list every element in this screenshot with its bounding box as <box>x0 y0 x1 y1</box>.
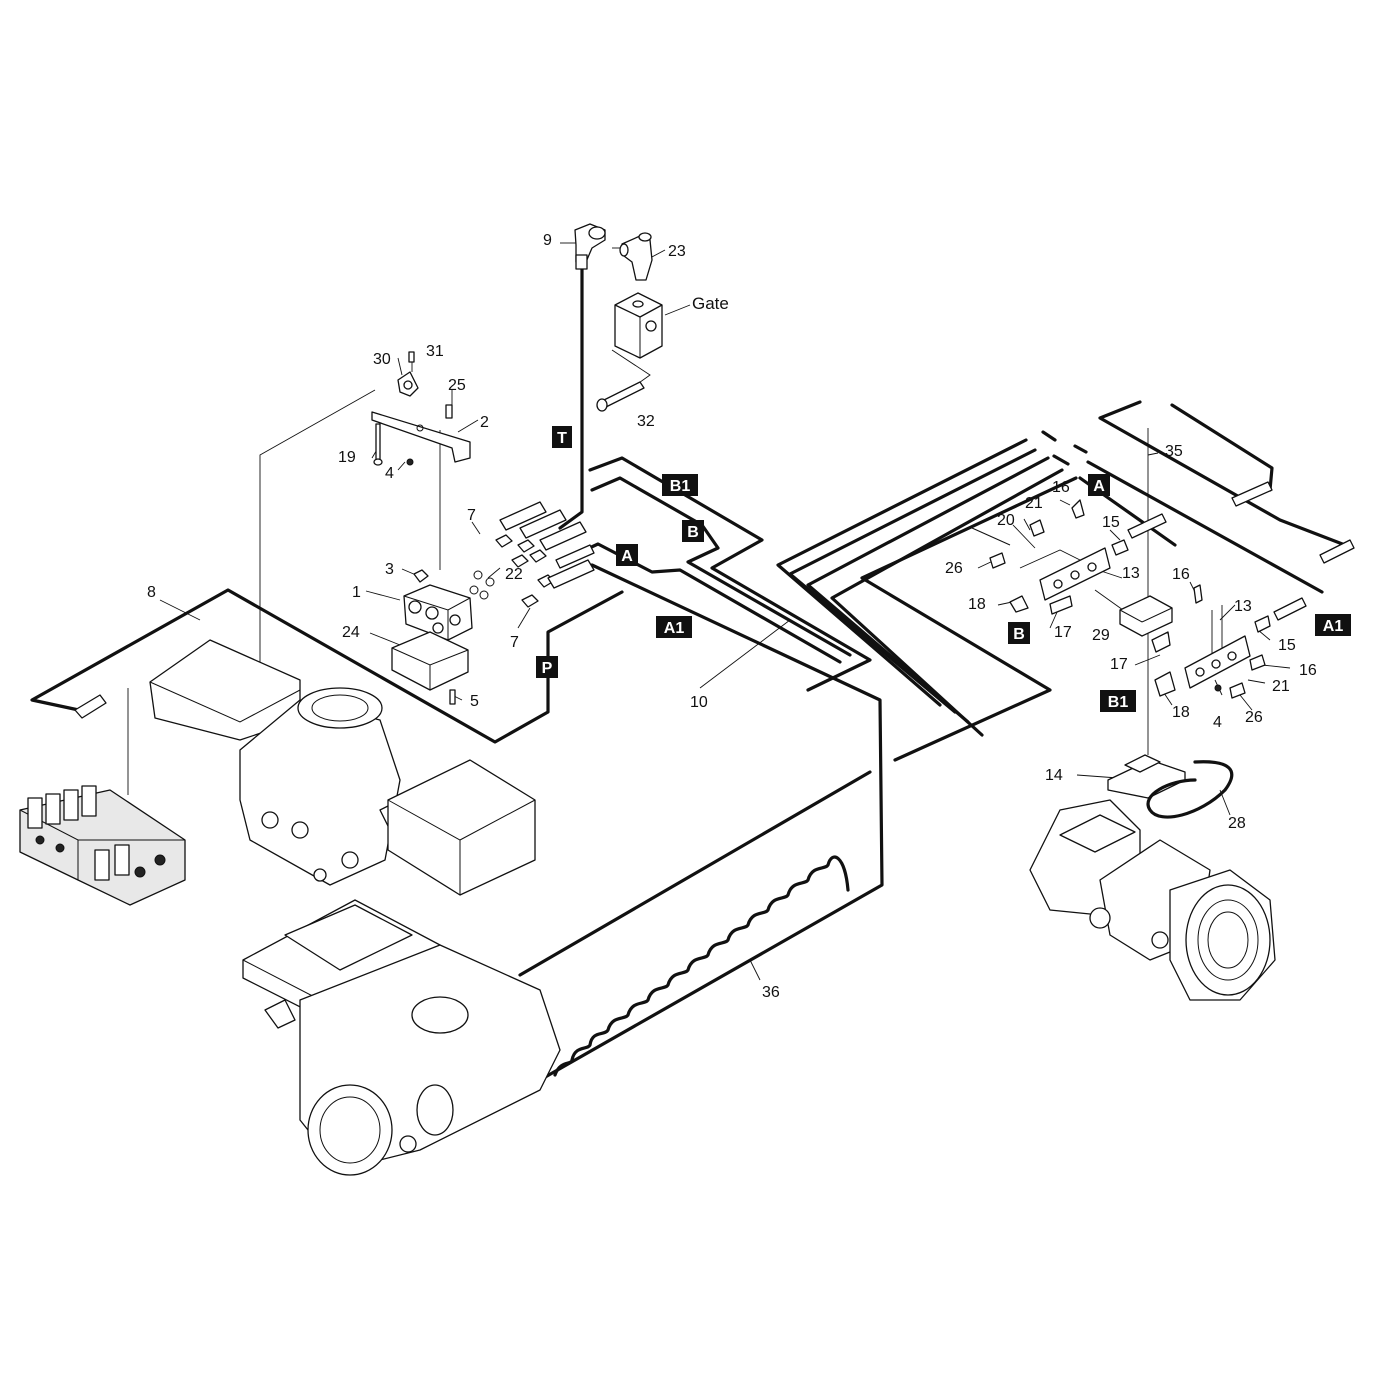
bolt-25 <box>445 404 453 419</box>
block-29 <box>1119 595 1173 637</box>
callout-10: 10 <box>690 694 708 711</box>
callout-26-b: 26 <box>1245 709 1263 726</box>
callout-23: 23 <box>668 243 686 260</box>
callout-24: 24 <box>342 624 360 641</box>
svg-text:P: P <box>542 660 553 677</box>
callout-16-c: 16 <box>1299 662 1317 679</box>
control-valve-bank <box>19 785 186 906</box>
callout-19: 19 <box>338 449 356 466</box>
callout-14: 14 <box>1045 767 1063 784</box>
mounting-plate-24 <box>391 631 469 691</box>
elbow-fitting-9 <box>574 223 606 270</box>
hose-lines <box>30 263 1347 1082</box>
callout-numbers: 9 23 Gate 32 30 31 25 2 19 4 7 3 22 1 7 … <box>147 232 1317 1001</box>
nut-4-left <box>406 458 414 466</box>
gate-valve-block <box>614 292 663 359</box>
callout-3: 3 <box>385 561 394 578</box>
callout-20: 20 <box>997 512 1015 529</box>
callout-7-lower: 7 <box>510 634 519 651</box>
bracket-14 <box>1107 754 1186 799</box>
callout-13-b: 13 <box>1234 598 1252 615</box>
callout-31: 31 <box>426 343 444 360</box>
callout-15-a: 15 <box>1102 514 1120 531</box>
callout-16-a: 16 <box>1052 479 1070 496</box>
callout-30: 30 <box>373 351 391 368</box>
callout-26-a: 26 <box>945 560 963 577</box>
callout-9: 9 <box>543 232 552 249</box>
front-axle-housing <box>1029 799 1276 1001</box>
callout-16-b: 16 <box>1172 566 1190 583</box>
right-fittings <box>971 481 1355 699</box>
port-tag-T: T <box>552 426 572 448</box>
callout-29: 29 <box>1092 627 1110 644</box>
svg-text:A: A <box>621 548 633 565</box>
svg-text:T: T <box>557 430 567 447</box>
callout-35: 35 <box>1165 443 1183 460</box>
port-tag-A-mid: A <box>616 544 638 566</box>
callout-8: 8 <box>147 584 156 601</box>
port-tags: T B1 B A A1 P A B <box>536 426 1351 712</box>
port-tag-B1-top: B1 <box>662 474 698 496</box>
fitting-22-group <box>469 570 495 600</box>
callout-4-left: 4 <box>385 465 394 482</box>
port-tag-A-right: A <box>1088 474 1110 496</box>
callout-gate: Gate <box>692 294 729 313</box>
bolt-31 <box>408 351 415 363</box>
svg-text:A: A <box>1093 478 1105 495</box>
callout-25: 25 <box>448 377 466 394</box>
clamp-30 <box>397 371 419 397</box>
port-tag-B-right: B <box>1008 622 1030 644</box>
callout-2: 2 <box>480 414 489 431</box>
coiled-hose-36 <box>553 855 850 1077</box>
svg-text:B: B <box>1013 626 1025 643</box>
transfer-gearbox <box>149 639 536 896</box>
callout-22: 22 <box>505 566 523 583</box>
callout-18-b: 18 <box>1172 704 1190 721</box>
rear-axle-housing <box>242 899 561 1176</box>
callout-5: 5 <box>470 693 479 710</box>
callout-36: 36 <box>762 984 780 1001</box>
manifold-block-13-upper <box>1039 547 1111 601</box>
callout-7-upper: 7 <box>467 507 476 524</box>
callout-1: 1 <box>352 584 361 601</box>
svg-text:B: B <box>687 524 699 541</box>
svg-text:A1: A1 <box>664 620 685 637</box>
leader-lines <box>127 242 1291 981</box>
callout-15-b: 15 <box>1278 637 1296 654</box>
bracket-2 <box>371 411 471 463</box>
callout-17-b: 17 <box>1110 656 1128 673</box>
port-tag-P: P <box>536 656 558 678</box>
callout-21-a: 21 <box>1025 495 1043 512</box>
callout-21-b: 21 <box>1272 678 1290 695</box>
callout-32: 32 <box>637 413 655 430</box>
bolt-19 <box>373 423 383 466</box>
screw-5 <box>449 689 456 705</box>
tee-fitting-23 <box>619 232 653 281</box>
port-tag-B1-right: B1 <box>1100 690 1136 712</box>
port-tag-A1-mid: A1 <box>656 616 692 638</box>
callout-28: 28 <box>1228 815 1246 832</box>
svg-text:A1: A1 <box>1323 618 1344 635</box>
port-tag-A1-right: A1 <box>1315 614 1351 636</box>
callout-13-a: 13 <box>1122 565 1140 582</box>
callout-18-a: 18 <box>968 596 986 613</box>
fitting-3 <box>413 569 429 583</box>
port-tag-B-mid: B <box>682 520 704 542</box>
svg-text:B1: B1 <box>670 478 691 495</box>
svg-text:B1: B1 <box>1108 694 1129 711</box>
callout-4-right: 4 <box>1213 714 1222 731</box>
valve-body-1 <box>403 584 473 641</box>
hose-ends-left <box>499 501 595 589</box>
bolt-32 <box>596 381 645 412</box>
hose-end-8 <box>74 694 107 719</box>
callout-17-a: 17 <box>1054 624 1072 641</box>
manifold-block-13-lower <box>1184 635 1251 689</box>
hose-28 <box>1146 760 1234 819</box>
